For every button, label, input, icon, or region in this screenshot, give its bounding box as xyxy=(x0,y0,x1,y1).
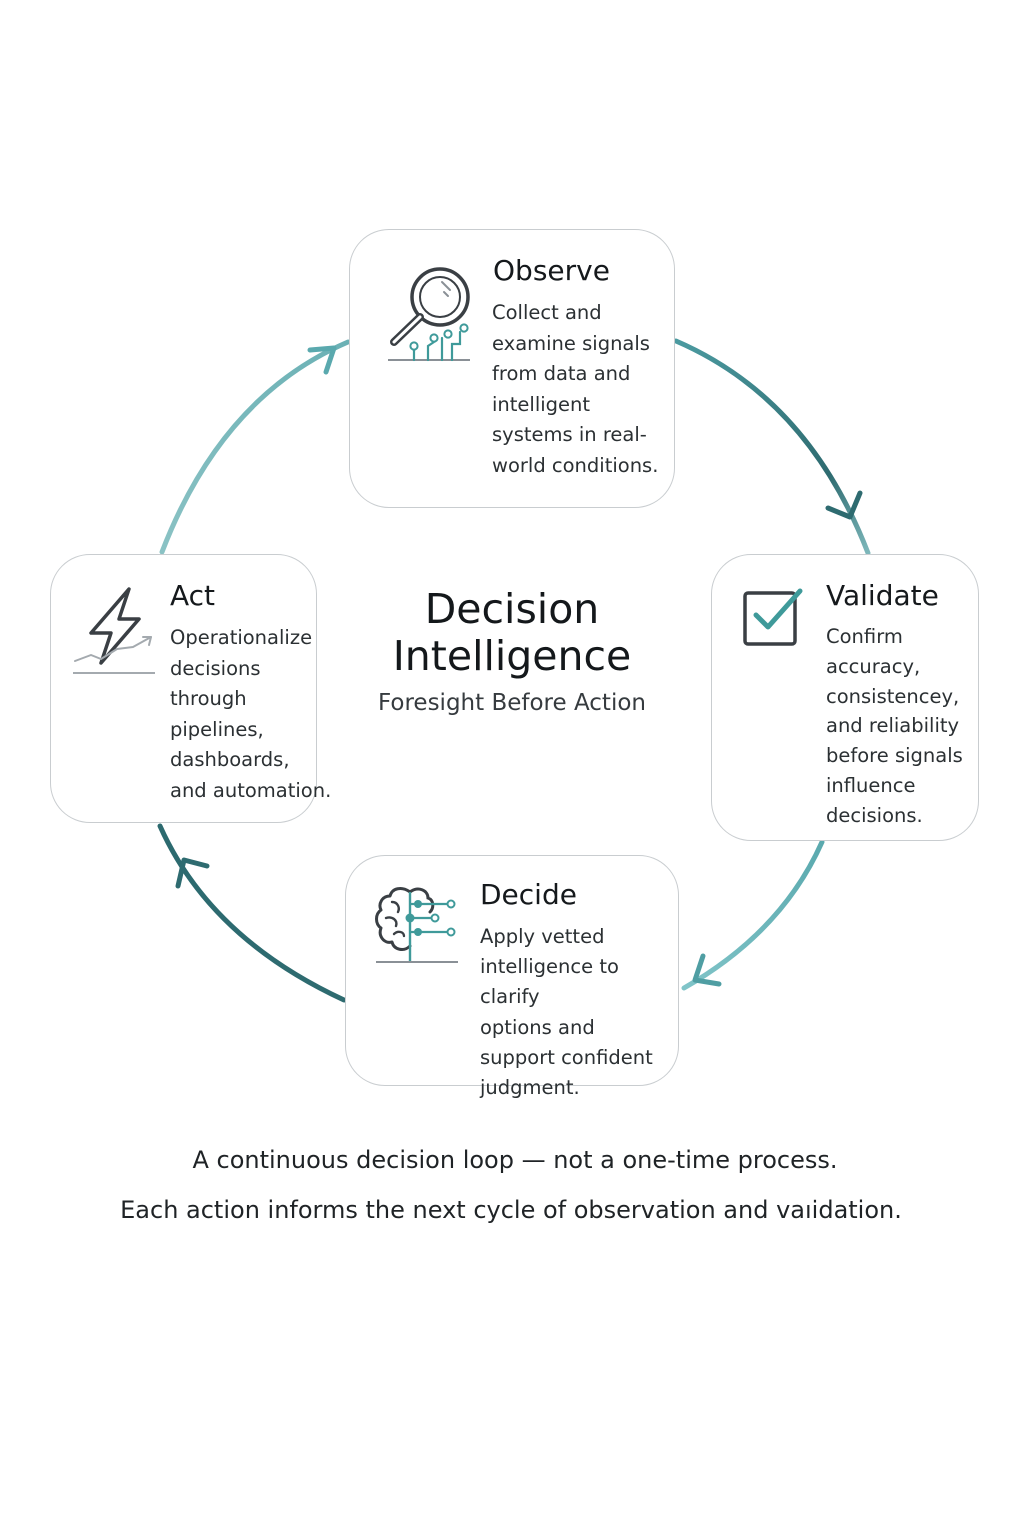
arrow-validate-to-decide xyxy=(681,839,825,991)
arrowhead-act-to-observe xyxy=(307,345,337,375)
magnifier-signals-icon xyxy=(384,258,476,372)
center-subtitle: Foresight Before Action xyxy=(377,690,646,716)
arrowhead-validate-to-decide xyxy=(692,953,722,987)
stage-desc-validate: Confirm accuracy, consistencey, and reli… xyxy=(826,622,976,831)
center-title-line: Decision xyxy=(424,585,600,633)
desc-line: before signals xyxy=(826,744,963,768)
arrow-observe-to-validate xyxy=(673,338,871,556)
desc-line: and automation. xyxy=(170,778,332,802)
desc-line: world conditions. xyxy=(492,453,659,477)
desc-line: and reliability xyxy=(826,714,960,738)
stage-desc-act: Operationalize decisions through pipelin… xyxy=(170,623,340,807)
desc-line: consistencey, xyxy=(826,684,960,708)
desc-line: Apply vetted xyxy=(480,925,605,948)
stage-desc-decide: Apply vetted intelligence to clarify opt… xyxy=(480,922,680,1103)
footer-caption-1: A continuous decision loop — not a one-t… xyxy=(192,1146,838,1174)
arrow-act-to-observe xyxy=(159,339,351,555)
footer-caption-2: Each action informs the next cycle of ob… xyxy=(120,1196,902,1224)
stage-desc-observe: Collect and examine signals from data an… xyxy=(492,298,668,482)
desc-line: intelligent xyxy=(492,392,591,416)
stage-title-observe: Observe xyxy=(493,254,610,287)
stage-title-decide: Decide xyxy=(480,878,577,911)
checkbox-icon xyxy=(740,585,810,653)
stage-card-decide: Decide Apply vetted intelligence to clar… xyxy=(345,855,679,1099)
desc-line: Operationalize xyxy=(170,626,313,649)
desc-line: judgment. xyxy=(480,1076,580,1100)
desc-line: accuracy, xyxy=(826,654,921,678)
arrowhead-decide-to-act xyxy=(175,857,210,889)
arrowhead-observe-to-validate xyxy=(825,490,863,520)
desc-line: systems in real- xyxy=(492,423,647,447)
desc-line: support confident xyxy=(480,1045,653,1069)
desc-line: examine signals xyxy=(492,331,650,355)
arrow-decide-to-act xyxy=(157,823,347,1003)
stage-card-act: Act Operationalize decisions through pip… xyxy=(50,554,331,823)
stage-title-act: Act xyxy=(170,579,216,612)
desc-line: decisions xyxy=(170,656,261,680)
stage-title-validate: Validate xyxy=(826,579,939,612)
desc-line: decisions. xyxy=(826,803,923,827)
stage-card-validate: Validate Confirm accuracy, consistencey,… xyxy=(711,554,979,841)
desc-line: intelligence to clarify xyxy=(480,955,619,1009)
brain-circuit-icon xyxy=(372,882,462,972)
center-title-line: Intelligence xyxy=(392,632,632,680)
desc-line: through xyxy=(170,687,247,711)
desc-line: influence xyxy=(826,773,916,797)
desc-line: Confirm xyxy=(826,625,903,648)
desc-line: pipelines, xyxy=(170,717,264,741)
desc-line: options and xyxy=(480,1015,595,1039)
desc-line: Collect and xyxy=(492,301,602,324)
center-title: Decision Intelligence xyxy=(312,586,712,680)
desc-line: from data and xyxy=(492,362,631,386)
desc-line: dashboards, xyxy=(170,748,290,772)
lightning-trend-icon xyxy=(71,585,161,681)
stage-card-observe: Observe Collect and examine signals from… xyxy=(349,229,675,508)
